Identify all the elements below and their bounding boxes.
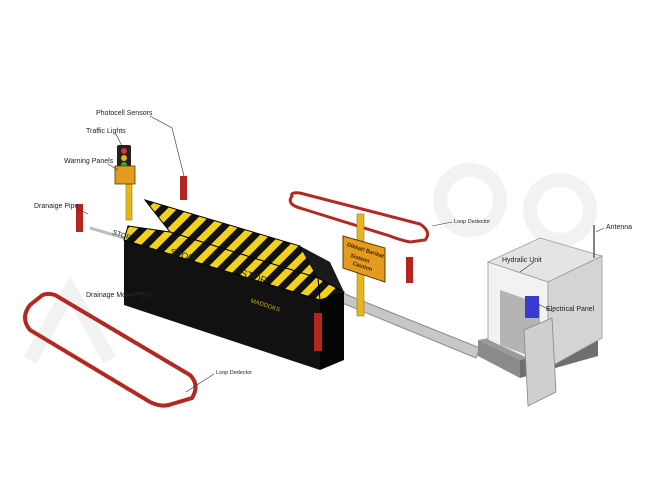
loop-detector-top-loop (288, 191, 430, 244)
loop-detector-bottom-label: Loop Dedector (216, 370, 253, 376)
photocell-sensor-right (406, 257, 413, 283)
leader-lines (75, 115, 605, 393)
warning-sign-post (342, 213, 386, 317)
photocell-sensor-left (76, 204, 83, 232)
photocell-sensor-top (180, 176, 187, 200)
traffic-lights-label: Traffic Lights (86, 128, 126, 135)
photocell-sensors-label: Photocell Sensors (96, 110, 153, 117)
loop-detector-top-label: Loop Dedector (454, 219, 491, 225)
warning-panels-label: Warning Panels (64, 158, 114, 165)
traffic-light (114, 145, 136, 221)
hydraulic-unit-label: Hydralic Unit (502, 257, 542, 264)
loop-detector-bottom-loop (23, 291, 198, 408)
antenna-label: Antenna (606, 224, 633, 231)
road-blocker (123, 199, 346, 370)
electrical-panel-label: Electrical Panel (546, 306, 595, 313)
conduit-pipe (329, 289, 481, 359)
control-cabinet (478, 225, 604, 407)
drainage-pump-label: Drainage Moto-Pomp (86, 292, 153, 299)
photocell-sensor-front (314, 313, 322, 351)
drainage-pipe-label: Dranaige Pipe (34, 203, 79, 210)
